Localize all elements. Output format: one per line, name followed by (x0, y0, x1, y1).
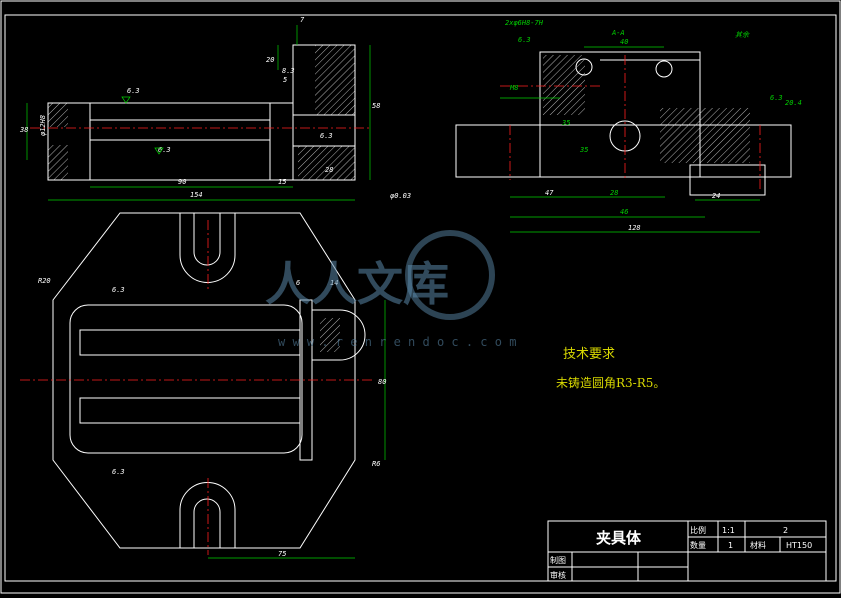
sheet-inner-border (4, 14, 837, 582)
watermark-url: w w w . r e n r e n d o c . c o m (278, 335, 516, 349)
section-dim-m8: M8 (509, 84, 518, 92)
front-dim-90: 90 (178, 178, 186, 186)
plan-dim-r20: R20 (38, 277, 51, 285)
title-block: 夹具体 比例 1:1 2 数量 1 材料 HT150 制图 审核 (547, 520, 827, 582)
front-dim-38: 38 (19, 126, 28, 134)
section-view: A-A 其余 2xφ6H8-7H 6.3 40 M8 35 35 47 28 4… (455, 19, 802, 233)
plan-dim-6: 6 (296, 279, 300, 287)
section-dim-holes: 2xφ6H8-7H (505, 19, 544, 27)
front-dim-8.3: 8.3 (282, 67, 295, 75)
section-roughness-all: 其余 (735, 31, 750, 39)
front-roughness-c: 6.3 (320, 132, 333, 140)
notes-heading: 技术要求 (563, 347, 615, 362)
plan-dim-80: 80 (378, 378, 386, 386)
front-roughness-a: 6.3 (127, 87, 140, 95)
title-qty-label: 数量 (690, 540, 706, 550)
title-drawn-label: 制图 (550, 555, 566, 565)
title-scale-label: 比例 (690, 525, 706, 535)
title-part-name: 夹具体 (596, 529, 642, 547)
front-dim-28: 28 (325, 166, 333, 174)
plan-view: R20 6.3 6 14 80 R6 6.3 75 (20, 212, 386, 559)
title-scale-value: 1:1 (722, 526, 735, 535)
section-dim-20.4: 20.4 (785, 99, 802, 107)
front-dim-5: 5 (283, 76, 287, 84)
front-dim-154: 154 (190, 191, 203, 199)
section-roughness-b: 6.3 (770, 94, 783, 102)
front-dim-flatness: φ0.03 (390, 192, 411, 200)
title-material-label: 材料 (750, 540, 766, 550)
title-checked-label: 审核 (550, 570, 566, 580)
front-dim-7: 7 (300, 16, 305, 24)
title-qty-value: 1 (728, 541, 733, 550)
front-roughness-b: 6.3 (158, 146, 171, 154)
title-material-value: HT150 (786, 541, 812, 550)
title-sheet-value: 2 (783, 526, 788, 535)
watermark: 人人文库 w w w . r e n r e n d o c . c o m (265, 230, 516, 349)
front-view: 90 154 15 58 38 φ12H8 7 20 5 8.3 28 φ0.0… (19, 16, 411, 201)
section-dim-24: 24 (712, 192, 720, 200)
plan-dim-75: 75 (278, 550, 286, 558)
section-dim-40: 40 (620, 38, 628, 46)
plan-dim-14: 14 (330, 279, 338, 287)
section-roughness-a: 6.3 (518, 36, 531, 44)
plan-roughness-b: 6.3 (112, 468, 125, 476)
plan-roughness-a: 6.3 (112, 286, 125, 294)
front-dim-15: 15 (278, 178, 286, 186)
section-dim-47: 47 (545, 189, 554, 197)
section-dim-28: 28 (610, 189, 618, 197)
section-dim-35a: 35 (561, 119, 570, 127)
section-dim-35b: 35 (579, 146, 588, 154)
front-dim-20: 20 (266, 56, 274, 64)
front-dim-58: 58 (372, 102, 380, 110)
section-dim-128: 128 (628, 224, 641, 232)
front-dim-bore: φ12H8 (39, 115, 47, 136)
plan-dim-r6: R6 (372, 460, 380, 468)
section-dim-46: 46 (620, 208, 628, 216)
section-label: A-A (611, 29, 625, 37)
notes-line-1: 未铸造圆角R3-R5。 (556, 375, 665, 390)
watermark-text: 人人文库 (265, 257, 449, 311)
